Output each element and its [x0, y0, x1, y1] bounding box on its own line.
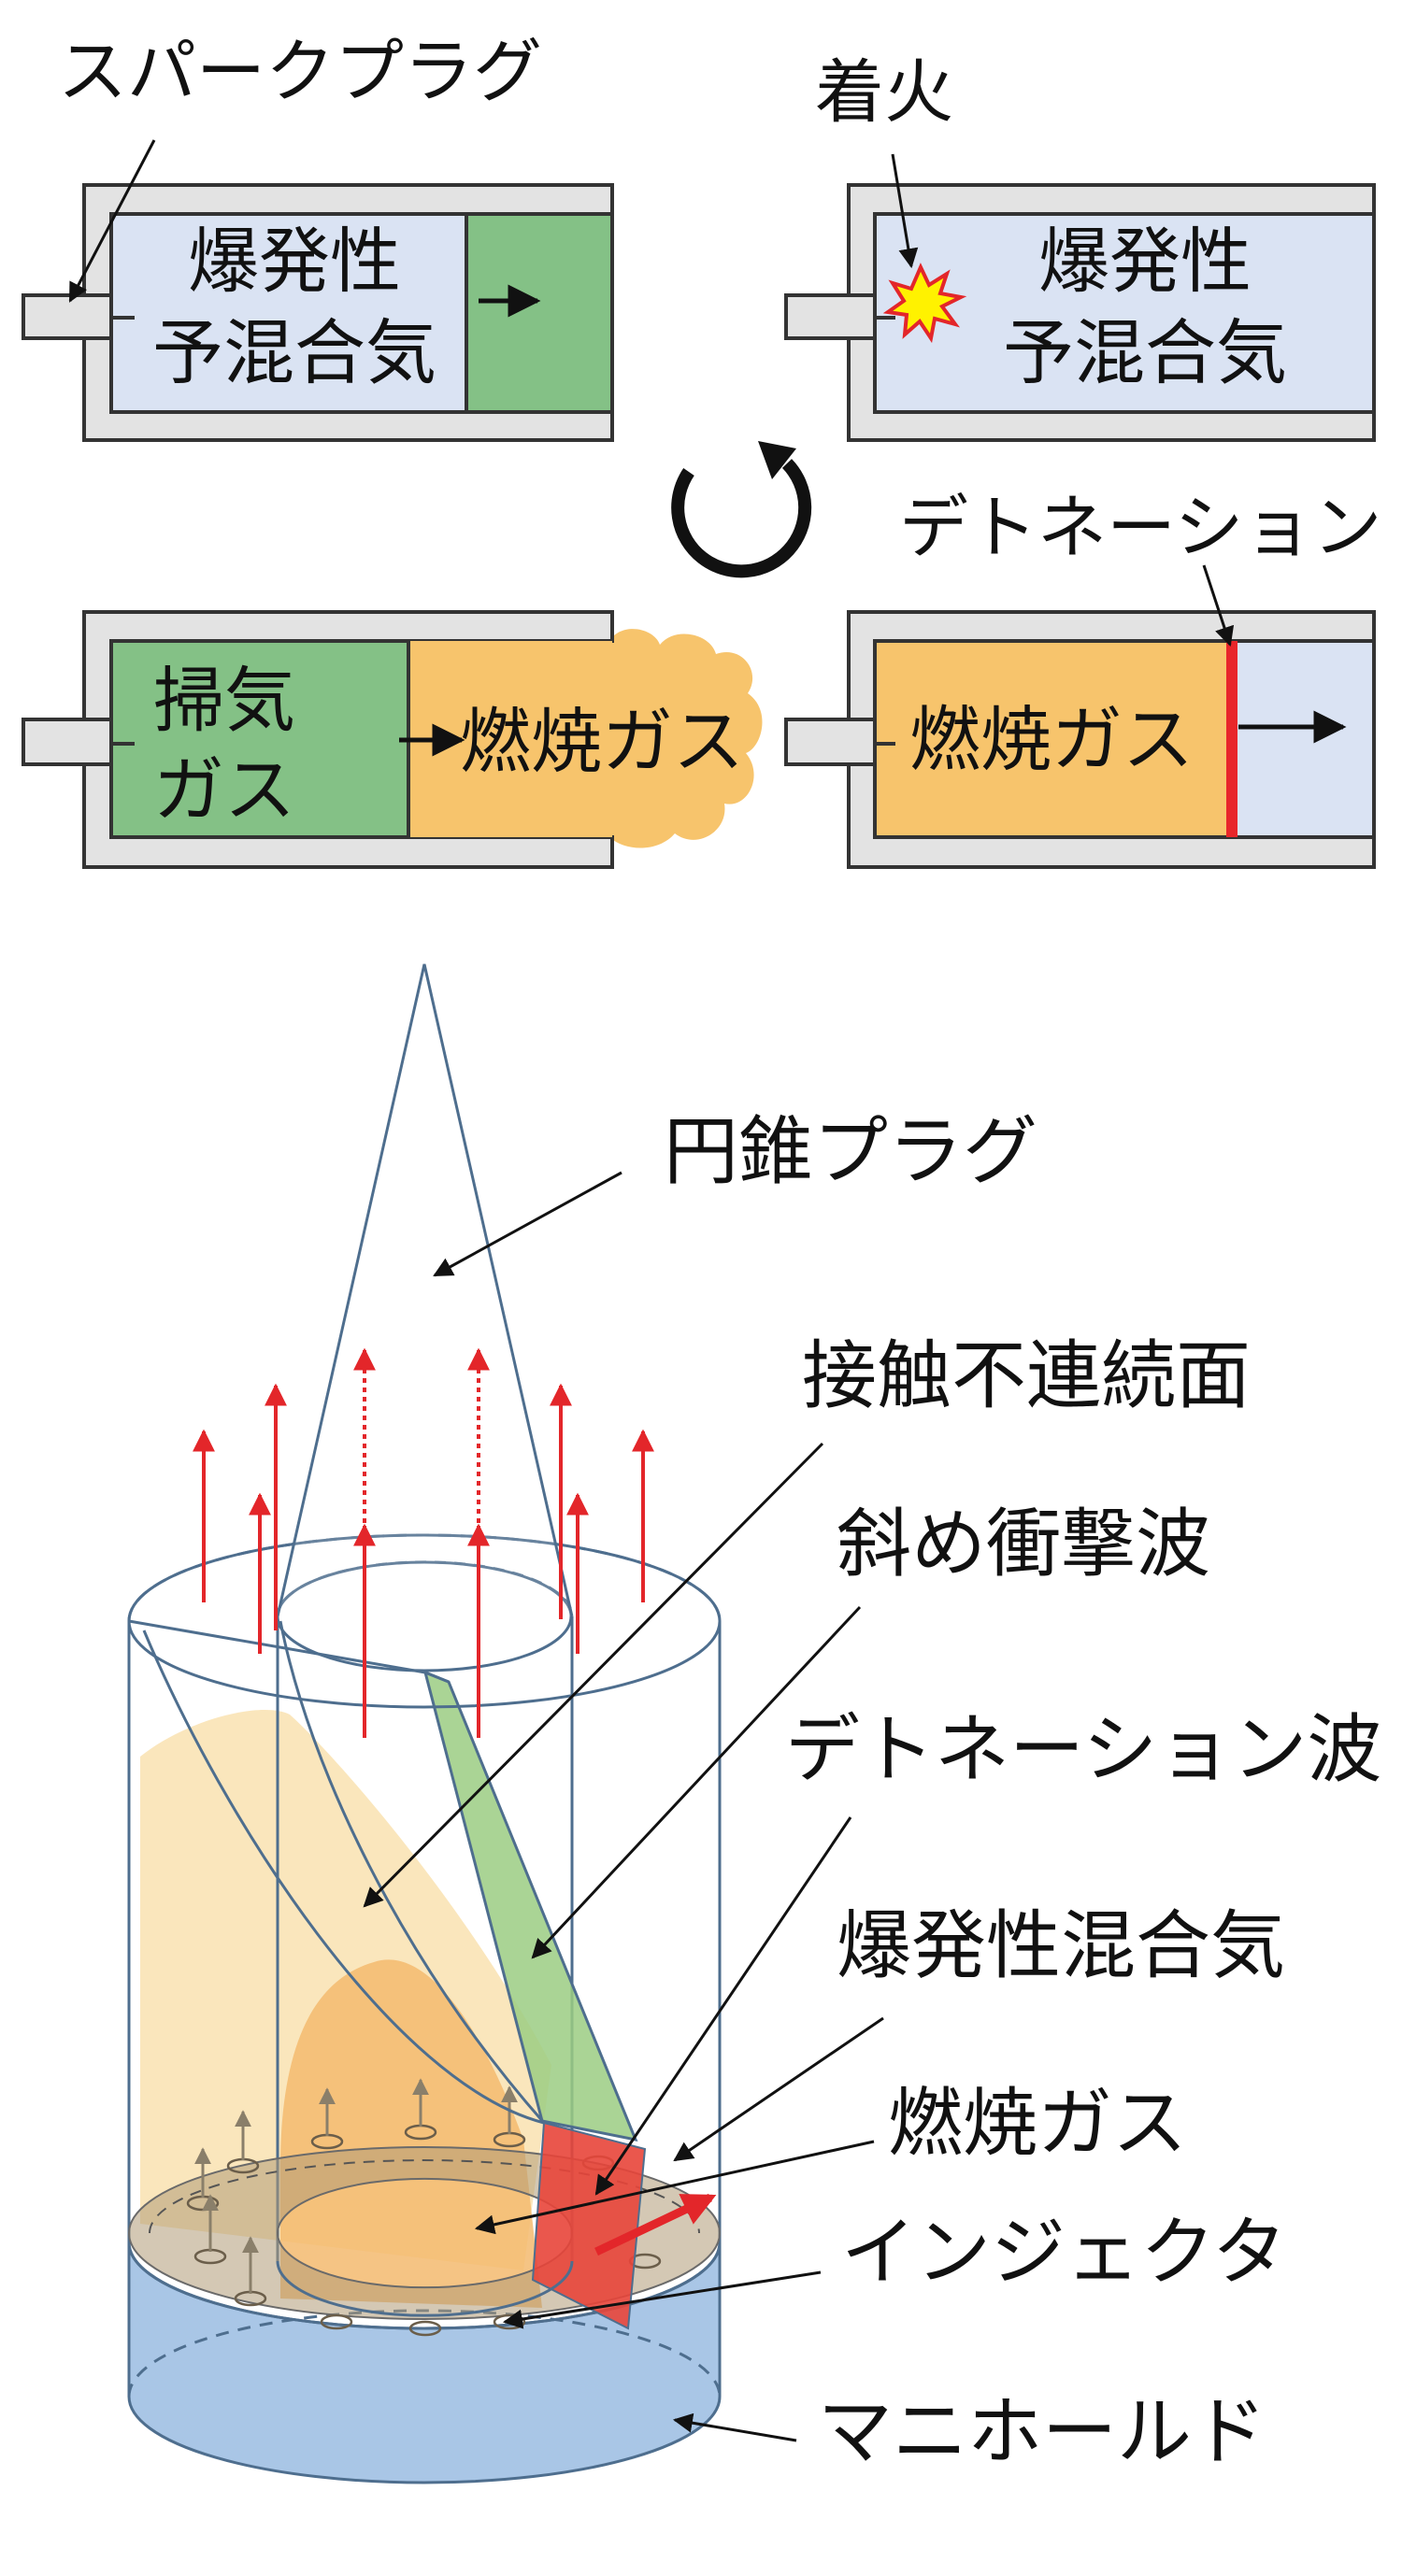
injection-arrows — [194, 2078, 518, 2294]
panel-3-scavenge: 掃気 ガス 燃焼ガス — [21, 610, 763, 869]
panel-4-detonation: 燃焼ガス デトネーション — [784, 488, 1382, 869]
mixture-region — [1230, 639, 1376, 839]
oblique-shock-pointer — [531, 1605, 862, 1959]
panel2-label-line1: 爆発性 — [1038, 220, 1252, 303]
panel1-label-line2: 予混合気 — [152, 311, 436, 394]
manifold-label: マニホールド — [818, 2388, 1266, 2475]
mixture-region — [873, 212, 1376, 414]
burned-gas-pointer — [474, 2140, 875, 2235]
panel3-left-line1: 掃気 — [153, 659, 295, 742]
detonation-pointer — [1202, 564, 1235, 647]
cone-plug-pointer — [433, 1171, 622, 1277]
spark-plug — [784, 718, 877, 766]
detonation-wave-label: デトネーション波 — [785, 1706, 1381, 1793]
rde-cutaway — [127, 963, 722, 2484]
spark-plug-tip — [873, 295, 895, 320]
spark-icon — [882, 263, 967, 344]
spark-plug-tip — [109, 719, 135, 746]
spark-plug — [784, 293, 877, 340]
spark-plug-tip — [873, 719, 895, 746]
detonation-wave — [531, 2121, 647, 2330]
burned-gas-label: 燃焼ガス — [888, 2080, 1187, 2167]
explosive-mixture-label: 爆発性混合気 — [837, 1902, 1285, 1989]
spark-plug — [21, 293, 113, 340]
oblique-shock-label: 斜め衝撃波 — [837, 1501, 1210, 1587]
oblique-shock-curve — [279, 1620, 546, 2124]
centerbody-top-hidden — [276, 1560, 574, 1617]
scavenge-gas-region — [109, 639, 410, 839]
detonation-wave-pointer — [594, 1816, 852, 2196]
panel1-label-line1: 爆発性 — [188, 220, 401, 303]
injector-label: インジェクタ — [841, 2209, 1287, 2296]
shock-top-surface — [128, 1619, 450, 1684]
exhaust-arrows — [193, 1347, 654, 1738]
scavenge-gas-region — [465, 212, 614, 414]
explosive-mixture-pointer — [673, 2016, 884, 2162]
cone-plug-label: 円錐プラグ — [664, 1108, 1037, 1195]
spark-plug-pointer — [68, 139, 156, 303]
combustor-outer-wall — [127, 1621, 722, 2330]
cycle-arrow-icon — [671, 441, 812, 578]
injector-floor-dashed — [149, 2159, 700, 2234]
spark-plug-tip — [109, 295, 135, 320]
contact-discontinuity-label: 接触不連続面 — [802, 1332, 1251, 1419]
panel4-label: 燃焼ガス — [909, 698, 1194, 781]
centerbody-bottom-rim — [276, 2260, 574, 2317]
detonation-label: デトネーション — [899, 488, 1382, 568]
ignition-pointer — [891, 153, 919, 269]
spark-plug-label: スパークプラグ — [58, 32, 542, 112]
bottom-labels: 円錐プラグ 接触不連続面 斜め衝撃波 デトネーション波 爆発性混合気 燃焼ガス … — [363, 1108, 1381, 2475]
manifold-pointer — [672, 2412, 797, 2442]
panel3-right-label: 燃焼ガス — [460, 700, 744, 783]
cone-plug — [276, 963, 574, 1617]
contact-discontinuity-pointer — [363, 1442, 824, 1908]
detonation-front — [1226, 641, 1237, 837]
spark-plug — [21, 718, 113, 766]
panel-2-ignition: 爆発性 予混合気 着火 — [784, 52, 1376, 442]
panel3-left-line2: ガス — [153, 748, 295, 832]
wave-propagation-arrow — [594, 2193, 717, 2256]
injector-pointer — [502, 2270, 822, 2329]
ignition-label: 着火 — [815, 52, 953, 133]
combustor-top-rim-hidden — [127, 1533, 722, 1622]
panel2-label-line2: 予混合気 — [1003, 311, 1287, 394]
panel-1-premix-fill: 爆発性 予混合気 スパークプラグ — [21, 32, 614, 442]
contact-discontinuity-curve — [142, 1630, 545, 2125]
burned-gas-plume — [609, 629, 763, 848]
